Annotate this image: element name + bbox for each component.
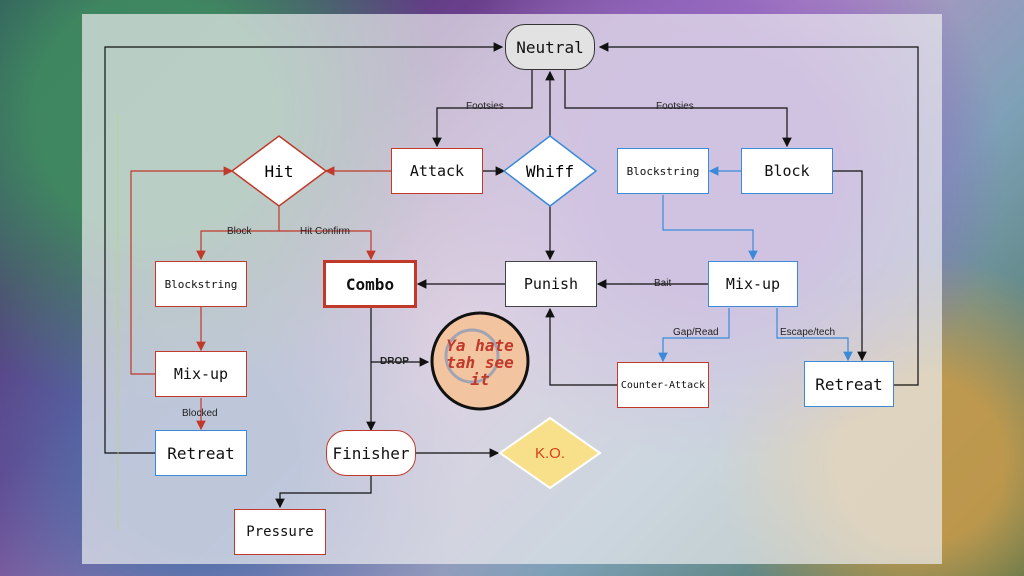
neutral-node: Neutral	[505, 24, 595, 70]
label-footsies-left: Footsies	[466, 101, 504, 112]
counter-attack-node: Counter-Attack	[617, 362, 709, 408]
hit-node: Hit	[240, 156, 318, 186]
edge-retreat-right-neutral	[600, 47, 918, 385]
edge-block-retreat	[833, 171, 862, 360]
whiff-node: Whiff	[510, 156, 590, 186]
retreat-right-node: Retreat	[804, 361, 894, 407]
finisher-node: Finisher	[326, 430, 416, 476]
punish-node: Punish	[505, 261, 597, 307]
edge-blockstring-mixup-right	[663, 195, 753, 259]
blockstring-right-node: Blockstring	[617, 148, 709, 194]
retreat-left-node: Retreat	[155, 430, 247, 476]
combo-node: Combo	[323, 260, 417, 308]
edge-finisher-pressure	[280, 476, 371, 507]
label-block: Block	[227, 226, 251, 237]
label-escape-tech: Escape/tech	[780, 327, 835, 338]
block-node: Block	[741, 148, 833, 194]
label-blocked: Blocked	[182, 408, 218, 419]
ko-node: K.O.	[515, 440, 585, 466]
label-bait: Bait	[654, 278, 671, 289]
pressure-node: Pressure	[234, 509, 326, 555]
mixup-right-node: Mix-up	[708, 261, 798, 307]
label-gap-read: Gap/Read	[673, 327, 719, 338]
edge-counter-punish	[550, 309, 617, 385]
label-drop: DROP	[380, 356, 409, 367]
label-footsies-right: Footsies	[656, 101, 694, 112]
label-hit-confirm: Hit Confirm	[300, 226, 350, 237]
blockstring-left-node: Blockstring	[155, 261, 247, 307]
sticker-text: Ya hate tah see it	[440, 325, 520, 399]
mixup-left-node: Mix-up	[155, 351, 247, 397]
attack-node: Attack	[391, 148, 483, 194]
